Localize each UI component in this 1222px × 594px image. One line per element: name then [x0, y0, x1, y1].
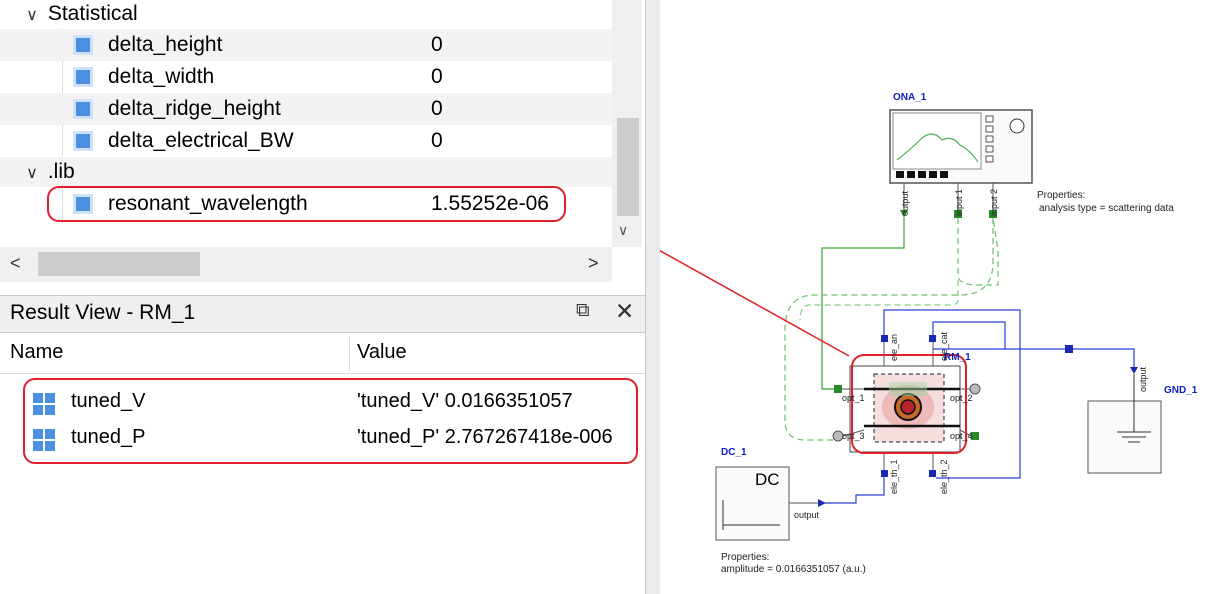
ona-properties-text: analysis type = scattering data — [1039, 203, 1174, 214]
ona-properties-title: Properties: — [1037, 190, 1086, 201]
close-icon[interactable]: ✕ — [615, 298, 635, 324]
property-name: resonant_wavelength — [108, 192, 308, 215]
ona-port-output: output — [900, 190, 910, 216]
rm-port-opt-2: opt_2 — [950, 393, 973, 403]
dc-label: DC_1 — [721, 447, 747, 458]
property-icon — [73, 131, 93, 151]
highlight-resonant-wavelength — [47, 186, 566, 222]
tree-row-delta-width[interactable]: delta_width 0 — [0, 61, 612, 93]
result-grid-icon — [33, 393, 55, 415]
column-divider[interactable] — [349, 337, 350, 371]
tree-row-delta-height[interactable]: delta_height 0 — [0, 29, 612, 61]
rm-port-ele-th-1: ele_th_1 — [889, 459, 899, 494]
gnd-port-output: output — [1138, 366, 1148, 392]
horizontal-scrollbar[interactable]: < > — [0, 247, 612, 282]
property-name: delta_height — [108, 33, 223, 56]
schematic-canvas[interactable]: ONA_1 output input 1 input 2 Properties:… — [660, 0, 1222, 594]
result-table-header: Name Value — [0, 333, 645, 374]
result-value: 'tuned_P' 2.767267418e-006 — [357, 426, 613, 448]
tree-row-delta-electrical-bw[interactable]: delta_electrical_BW 0 — [0, 125, 612, 157]
tree-row-resonant-wavelength[interactable]: resonant_wavelength 1.55252e-06 — [0, 188, 612, 220]
tree-guide-line — [62, 186, 63, 220]
gnd-component[interactable] — [1087, 374, 1162, 474]
dc-properties-title: Properties: — [721, 552, 770, 563]
scroll-down-arrow-icon[interactable]: ∨ — [618, 222, 629, 238]
rm-label: RM_1 — [944, 352, 971, 363]
property-name: delta_ridge_height — [108, 97, 281, 120]
highlight-result-rows — [23, 378, 638, 464]
property-name: delta_electrical_BW — [108, 129, 294, 152]
rm-port-ele-th-2: ele_th_2 — [939, 459, 949, 494]
result-row-tuned-p[interactable]: tuned_P 'tuned_P' 2.767267418e-006 — [0, 421, 645, 457]
property-icon — [73, 194, 93, 214]
chevron-down-icon[interactable]: ∨ — [26, 7, 38, 24]
ona-component[interactable] — [889, 109, 1033, 184]
float-window-icon[interactable]: ⧉ — [576, 300, 590, 321]
result-view-panel: Result View - RM_1 ⧉ ✕ Name Value tuned_… — [0, 295, 645, 594]
result-name: tuned_P — [71, 426, 146, 448]
dc-symbol: DC — [755, 470, 780, 489]
panel-splitter[interactable] — [645, 0, 660, 594]
schematic-drawing — [660, 109, 1162, 541]
property-value: 0 — [431, 97, 443, 120]
ona-port-input-1: input 1 — [954, 188, 964, 216]
property-icon — [73, 99, 93, 119]
column-header-name[interactable]: Name — [10, 341, 64, 363]
result-view-title: Result View - RM_1 — [10, 301, 196, 324]
chevron-down-icon[interactable]: ∨ — [26, 165, 38, 182]
property-icon — [73, 35, 93, 55]
rm-port-ele-cat: ele_cat — [939, 331, 949, 361]
ona-port-input-2: input 2 — [989, 188, 999, 216]
property-value: 1.55252e-06 — [431, 192, 549, 215]
vertical-scrollbar[interactable]: ∨ — [612, 0, 642, 247]
tree-group-row-lib — [0, 157, 612, 187]
tree-group-lib[interactable]: ∨ .lib — [22, 158, 75, 186]
rm-port-ele-an: ele_an — [889, 333, 899, 361]
result-name: tuned_V — [71, 390, 146, 412]
property-value: 0 — [431, 33, 443, 56]
result-grid-icon — [33, 429, 55, 451]
ona-label: ONA_1 — [893, 92, 927, 103]
rm-port-opt-4: opt_4 — [950, 431, 973, 441]
rm-port-opt-1: opt_1 — [842, 393, 865, 403]
scroll-left-arrow-icon[interactable]: < — [10, 253, 21, 273]
rm-component[interactable] — [849, 365, 961, 453]
result-value: 'tuned_V' 0.0166351057 — [357, 390, 573, 412]
scroll-right-arrow-icon[interactable]: > — [588, 253, 599, 273]
tree-group-label: Statistical — [47, 2, 138, 25]
rm-port-opt-3: opt_3 — [842, 431, 865, 441]
result-view-title-bar: Result View - RM_1 ⧉ ✕ — [0, 295, 645, 333]
property-panel: ∨ Statistical delta_height 0 delta_width… — [0, 0, 646, 282]
dc-properties-text: amplitude = 0.0166351057 (a.u.) — [721, 564, 866, 575]
horizontal-scroll-thumb[interactable] — [38, 252, 200, 276]
dc-component[interactable] — [715, 466, 818, 541]
tree-row-delta-ridge-height[interactable]: delta_ridge_height 0 — [0, 93, 612, 125]
property-icon — [73, 67, 93, 87]
vertical-scroll-thumb[interactable] — [617, 118, 639, 216]
property-value: 0 — [431, 129, 443, 152]
gnd-label: GND_1 — [1164, 385, 1198, 396]
tree-guide-line — [62, 28, 63, 156]
tree-group-label: .lib — [47, 160, 75, 183]
result-row-tuned-v[interactable]: tuned_V 'tuned_V' 0.0166351057 — [0, 385, 645, 421]
property-name: delta_width — [108, 65, 215, 88]
property-value: 0 — [431, 65, 443, 88]
dc-port-output: output — [794, 510, 820, 520]
tree-group-statistical[interactable]: ∨ Statistical — [22, 0, 138, 28]
column-header-value[interactable]: Value — [357, 341, 407, 363]
